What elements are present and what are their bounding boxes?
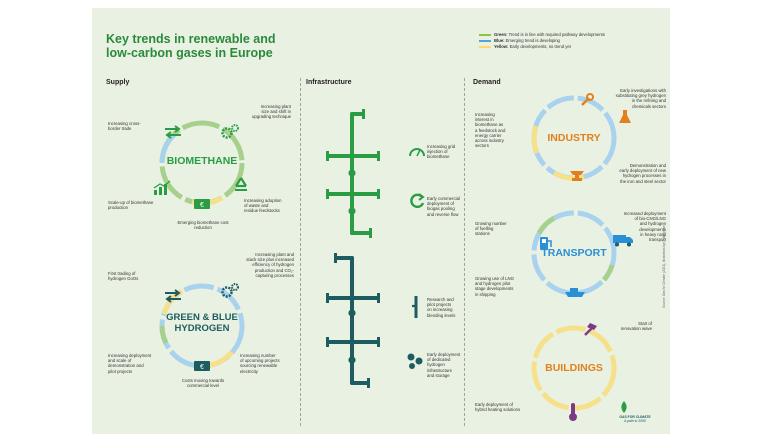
fuel-pump-icon	[540, 237, 552, 250]
hydrogen-title: GREEN & BLUE HYDROGEN	[156, 312, 248, 334]
label-demo-deployment: Increasing deployment and scale of demon…	[108, 353, 152, 374]
label-shipping: Growing use of LNG and hydrogen pilot st…	[475, 276, 514, 297]
biomethane-pipe	[327, 112, 379, 235]
industry-ring	[531, 95, 617, 181]
recycle-icon	[235, 177, 247, 191]
label-industry-feedstock: Increasing interest in biomethane as a f…	[475, 112, 506, 149]
pressure-gauge-icon	[409, 148, 425, 157]
label-stack-size: Increasing plant and stack size plus inc…	[246, 252, 294, 278]
section-infrastructure: Infrastructure	[306, 79, 352, 86]
flask-icon	[619, 110, 631, 123]
molecules-icon	[407, 353, 423, 369]
gas-for-climate-logo-icon	[621, 401, 627, 413]
wrench-icon	[581, 93, 594, 106]
label-hybrid-heating: Early deployment of hybrid heating solut…	[475, 402, 521, 413]
growth-chart-icon	[153, 180, 171, 195]
hydrogen-title-line-1: GREEN & BLUE	[166, 312, 238, 323]
divider-right	[464, 78, 465, 426]
legend-blue: Blue: Emerging trend is developing	[479, 38, 605, 44]
label-dedicated-infra: Early deployment of dedicated hydrogen i…	[427, 352, 461, 378]
label-plant-size: Increasing plant size and shift in upgra…	[252, 104, 291, 120]
buildings-title: BUILDINGS	[545, 362, 603, 374]
label-grey-hydrogen: Early investigations with substituting g…	[615, 88, 666, 109]
logo-text: GAS FOR CLIMATE A path to 2050	[615, 415, 655, 423]
hydrogen-pipe	[327, 256, 379, 385]
label-fuelling-stations: Growing number of fuelling stations	[475, 221, 507, 237]
label-hydrogen-cost: Costs moving towards commercial level	[181, 378, 225, 389]
transport-title: TRANSPORT	[541, 247, 607, 259]
section-demand: Demand	[473, 79, 501, 86]
label-iron-steel: Demonstration and early deployment of ne…	[619, 163, 666, 184]
hydrogen-pipe-flanges	[326, 253, 380, 388]
label-trading-goos: First trading of hydrogen GoOs	[108, 271, 139, 282]
label-upcoming-projects: Increasing number of upcoming projects s…	[240, 353, 280, 374]
exchange-arrows-icon	[165, 125, 181, 139]
transport-ring	[531, 210, 617, 296]
hammer-icon	[584, 323, 597, 336]
thermometer-icon	[569, 403, 577, 421]
title-line-2: low-carbon gases in Europe	[106, 46, 273, 60]
label-blending-levels: Research and pilot projects on increasin…	[427, 297, 456, 318]
label-cross-border: Increasing cross- border trade	[108, 121, 141, 132]
euro-banknote-icon: €	[194, 361, 210, 371]
label-scale-up: Scale-up of biomethane production	[108, 200, 154, 211]
blending-pipe-icon	[412, 296, 418, 318]
label-heavy-road: Increased deployment of bio-CNG/LNG and …	[623, 211, 666, 243]
biomethane-title: BIOMETHANE	[166, 155, 238, 167]
label-renovation: Start of renovation wave	[620, 321, 652, 332]
page-title: Key trends in renewable and low-carbon g…	[106, 32, 276, 60]
section-supply: Supply	[106, 79, 130, 86]
title-line-1: Key trends in renewable and	[106, 32, 276, 46]
label-grid-injection: Increasing grid injection of biomethane	[427, 144, 456, 160]
ship-icon	[565, 288, 585, 297]
euro-banknote-icon: €	[194, 199, 210, 209]
legend-green: Green: Trend is in line with required pa…	[479, 32, 605, 38]
hydrogen-title-line-2: HYDROGEN	[174, 323, 230, 334]
gears-icon	[221, 283, 239, 298]
label-biomethane-cost: Emerging biomethane cost reduction	[177, 220, 229, 231]
label-waste-feedstocks: Increasing adoption of waste and residue…	[244, 198, 282, 214]
truck-icon	[613, 235, 633, 247]
label-biogas-pooling: Early commercial deployment of biogas po…	[427, 196, 460, 217]
infographic-panel: Key trends in renewable and low-carbon g…	[92, 8, 670, 434]
exchange-arrows-icon	[165, 289, 181, 303]
svg-text:€: €	[200, 202, 204, 209]
legend-yellow: Yellow: Early developments, no trend yet	[479, 44, 605, 50]
reverse-flow-icon	[410, 193, 425, 208]
svg-text:€: €	[200, 364, 204, 371]
divider-left	[300, 78, 301, 426]
logo-line-1: GAS FOR CLIMATE	[619, 415, 651, 419]
infrastructure-graphics	[326, 109, 380, 388]
gears-icon	[221, 124, 239, 139]
anvil-icon	[570, 171, 584, 181]
legend: Green: Trend is in line with required pa…	[479, 32, 605, 50]
logo-line-2: A path to 2050	[624, 419, 646, 423]
source-note: Source: Gas for Climate (2021), Illustra…	[662, 225, 666, 308]
industry-title: INDUSTRY	[547, 132, 601, 144]
biomethane-pipe-flanges	[326, 109, 380, 238]
